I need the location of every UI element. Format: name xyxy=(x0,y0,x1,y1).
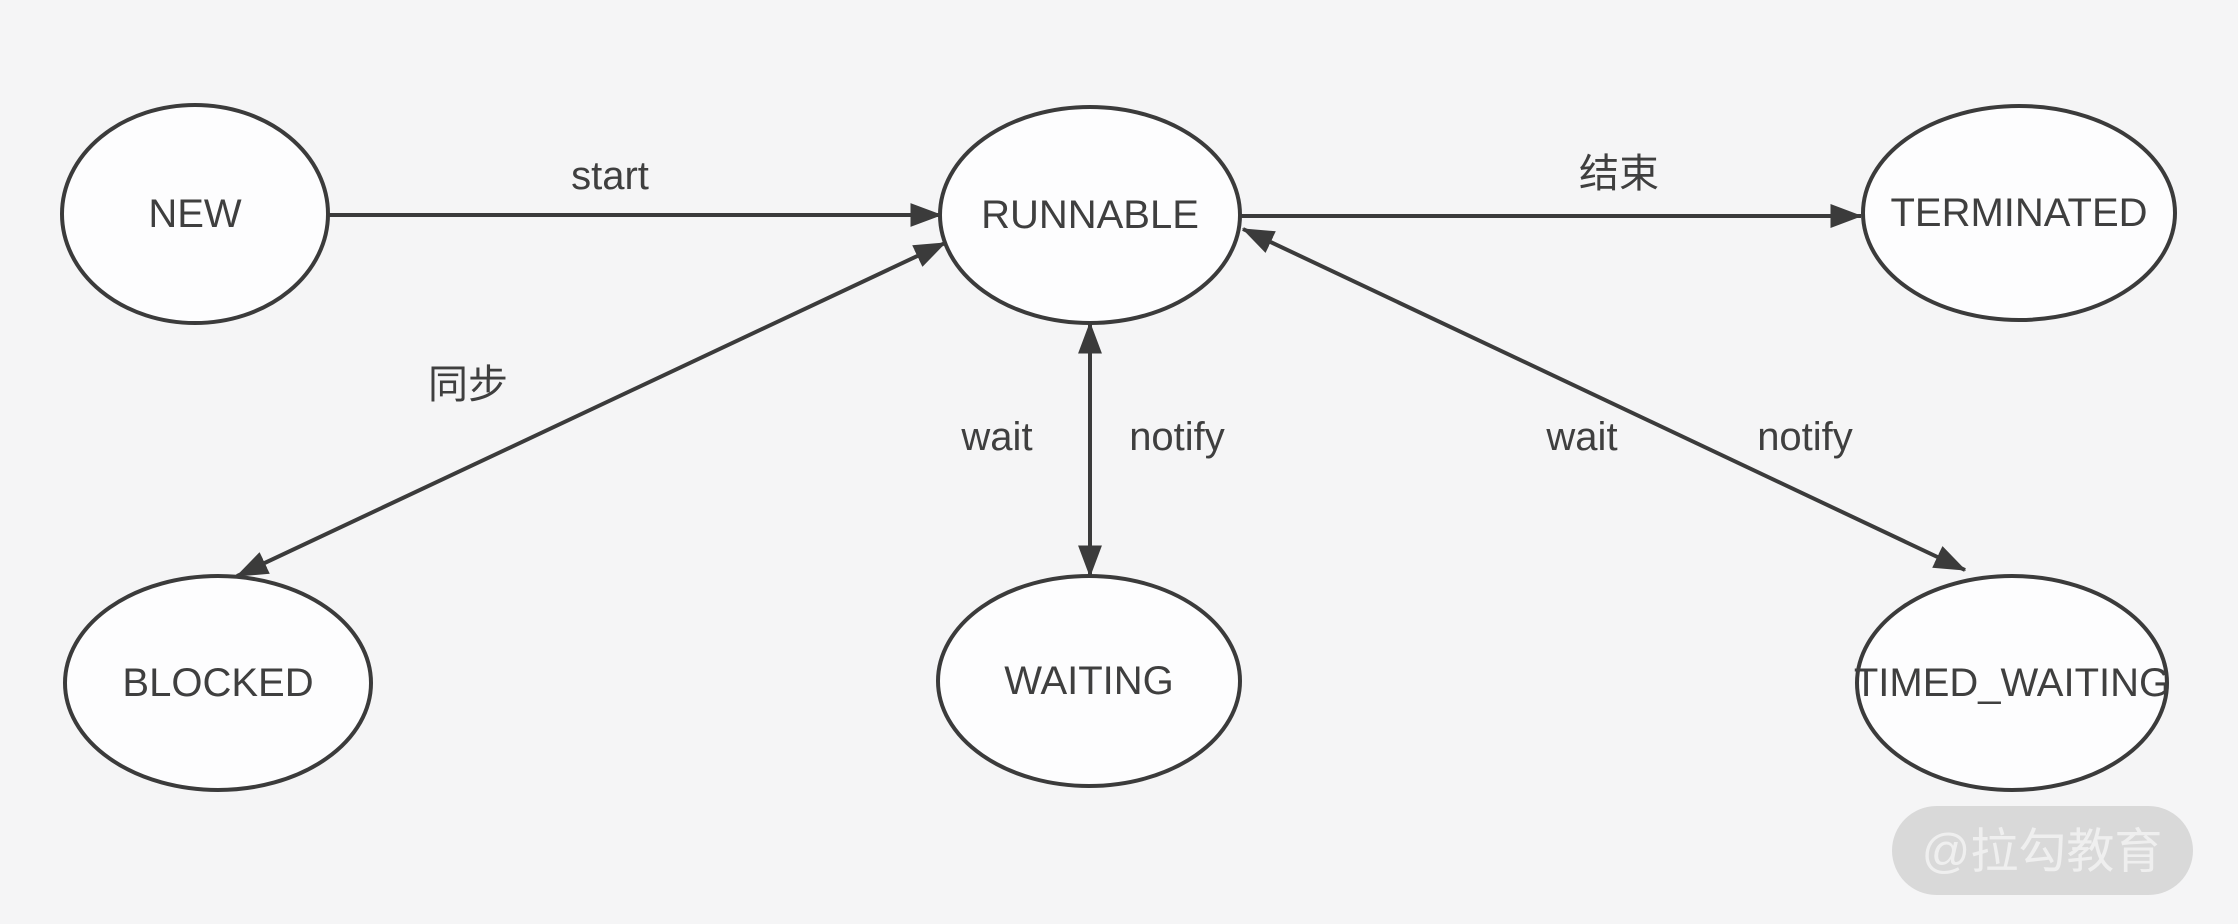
node-terminated: TERMINATED xyxy=(1861,104,2177,322)
node-blocked-ellipse xyxy=(63,574,373,792)
node-new-ellipse xyxy=(60,103,330,325)
node-blocked: BLOCKED xyxy=(63,574,373,792)
edge-runnable-blocked xyxy=(235,241,947,578)
watermark: @拉勾教育 xyxy=(1892,806,2193,895)
node-timed-waiting: TIMED_WAITING xyxy=(1854,574,2170,792)
watermark-label: @拉勾教育 xyxy=(1922,826,2163,879)
node-timed-waiting-label: TIMED_WAITING xyxy=(1854,661,2170,705)
edge-labels-layer: start 结束 同步 wait notify wait notify xyxy=(428,152,1853,459)
node-new: NEW xyxy=(60,103,330,325)
node-runnable-ellipse xyxy=(938,105,1242,325)
node-runnable: RUNNABLE xyxy=(938,105,1242,325)
edge-label-start: start xyxy=(571,154,649,198)
node-terminated-ellipse xyxy=(1861,104,2177,322)
node-waiting: WAITING xyxy=(936,574,1242,788)
edge-runnable-timed-waiting xyxy=(1241,227,1967,572)
edge-label-notify-center: notify xyxy=(1129,415,1225,459)
edge-label-sync: 同步 xyxy=(428,363,508,407)
edge-label-finish: 结束 xyxy=(1579,152,1659,196)
edge-label-notify-right: notify xyxy=(1757,415,1853,459)
node-runnable-label: RUNNABLE xyxy=(981,193,1199,237)
edge-label-wait-center: wait xyxy=(960,415,1032,459)
node-blocked-label: BLOCKED xyxy=(122,661,313,705)
node-waiting-label: WAITING xyxy=(1004,659,1174,703)
node-terminated-label: TERMINATED xyxy=(1890,191,2147,235)
watermark-pill xyxy=(1892,806,2193,895)
edge-label-wait-right: wait xyxy=(1545,415,1617,459)
edges-layer xyxy=(235,203,1967,578)
node-new-label: NEW xyxy=(148,192,242,236)
node-timed-waiting-ellipse xyxy=(1855,574,2169,792)
node-waiting-ellipse xyxy=(936,574,1242,788)
